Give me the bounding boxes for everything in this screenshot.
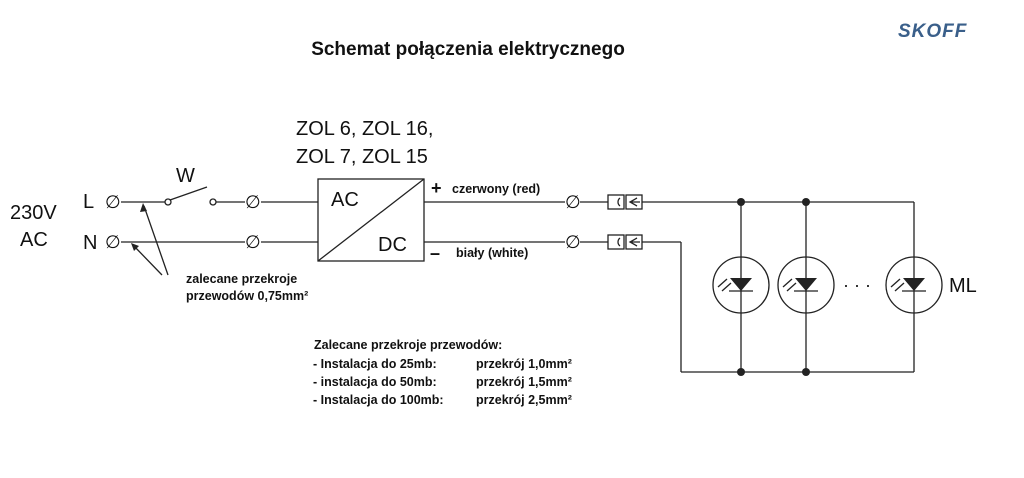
terminal-neutral-mid: ∅: [245, 232, 261, 252]
plus-wire-label: czerwony (red): [452, 182, 540, 196]
plus-sign: +: [431, 178, 442, 198]
recommendation-install: - Instalacja do 25mb:: [313, 357, 437, 371]
led-module-icon: [712, 256, 770, 314]
terminal-plus-out: ∅: [565, 192, 581, 212]
line-wire: [121, 186, 318, 206]
led-continuation-dots: · · ·: [843, 275, 871, 295]
led-module-icon: [777, 256, 835, 314]
recommendation-install: - Instalacja do 100mb:: [313, 393, 444, 407]
wire-note-arrows: [131, 203, 169, 276]
recommendation-section: przekrój 2,5mm²: [476, 393, 572, 407]
brand-logo: SKOFF: [898, 21, 968, 42]
recommendation-section: przekrój 1,5mm²: [476, 375, 572, 389]
diagram-title: Schemat połączenia elektrycznego: [311, 39, 625, 60]
terminal-line-in: ∅: [105, 192, 121, 212]
connector-plus: [607, 194, 643, 210]
led-module-icon: [885, 256, 943, 314]
terminal-line-mid: ∅: [245, 192, 261, 212]
output-wires: [424, 201, 608, 243]
minus-sign: –: [430, 243, 440, 263]
recommendations-heading: Zalecane przekroje przewodów:: [314, 338, 502, 352]
driver-models-line2: ZOL 7, ZOL 15: [296, 146, 428, 168]
driver-box: [317, 178, 425, 262]
connector-minus: [607, 234, 643, 250]
wire-note-line2: przewodów 0,75mm²: [186, 289, 308, 303]
led-label: ML: [949, 275, 977, 297]
driver-models-line1: ZOL 6, ZOL 16,: [296, 118, 433, 140]
supply-type-label: AC: [20, 229, 48, 251]
wire-note-line1: zalecane przekroje: [186, 272, 297, 286]
driver-output-label: DC: [378, 234, 407, 256]
supply-voltage-label: 230V: [10, 202, 57, 224]
switch-label: W: [176, 165, 195, 187]
terminal-neutral-in: ∅: [105, 232, 121, 252]
driver-input-label: AC: [331, 189, 359, 211]
recommendation-install: - instalacja do 50mb:: [313, 375, 437, 389]
recommendation-section: przekrój 1,0mm²: [476, 357, 572, 371]
neutral-label: N: [83, 232, 97, 254]
line-label: L: [83, 191, 94, 213]
minus-wire-label: biały (white): [456, 246, 528, 260]
led-bus: [642, 198, 915, 376]
terminal-minus-out: ∅: [565, 232, 581, 252]
